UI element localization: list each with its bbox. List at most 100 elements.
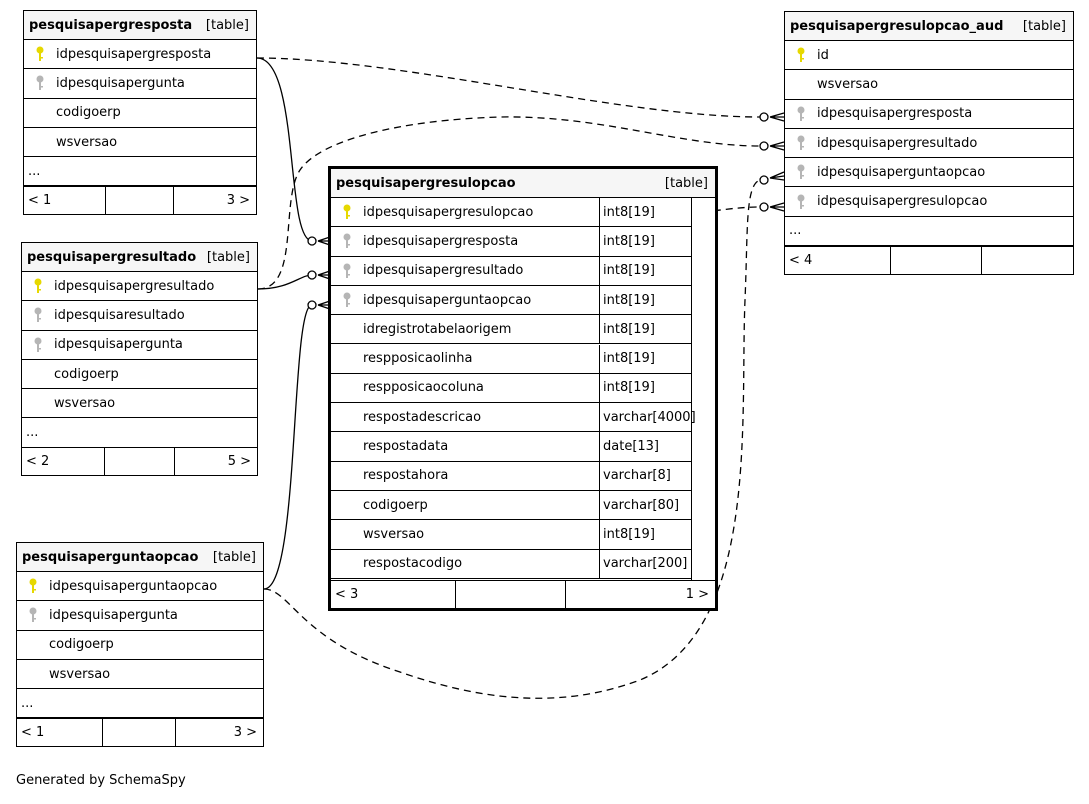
column-row[interactable]: id [785,41,1073,71]
column-name: ... [21,695,34,711]
column-type: varchar[8] [599,461,724,490]
column-name: idpesquisaperguntaopcao [363,292,532,308]
column-row[interactable]: codigoerp [22,360,257,390]
column-name: idpesquisapergresposta [817,106,973,122]
footer-spacer [456,581,566,608]
table-header: pesquisapergresulopcao_aud [table] [785,12,1073,41]
table-name: pesquisapergresulopcao_aud [790,18,1004,34]
column-row[interactable]: wsversao [22,389,257,419]
column-type: date[13] [599,432,724,461]
column-name: wsversao [817,76,879,92]
table-pesquisapergresposta[interactable]: pesquisapergresposta[table] idpesquisaper… [23,10,257,215]
column-row[interactable]: ... [24,157,256,187]
crowfoot-marker [769,202,785,212]
parents-count[interactable]: < 1 [24,187,106,214]
foreign-key-icon [331,233,363,249]
column-row[interactable]: idpesquisapergunta [17,601,263,631]
column-name: idpesquisapergresultado [817,135,978,151]
column-name: codigoerp [54,366,119,382]
children-count[interactable]: 3 > [226,193,250,208]
table-tag: [table] [206,249,250,265]
column-row[interactable]: idpesquisapergunta [22,331,257,360]
column-name: respostadescricao [363,409,482,425]
table-name: pesquisapergresposta [29,17,193,33]
column-name: idpesquisapergresultado [54,278,215,294]
table-header: pesquisapergresposta[table] [24,11,256,40]
column-name: idpesquisapergunta [49,607,178,623]
table-tag: [table] [1022,18,1066,34]
relation-resposta-to-main [256,57,313,242]
column-row[interactable]: ... [17,689,263,719]
children-count[interactable]: 5 > [227,454,251,469]
table-header: pesquisapergresulopcao[table] [331,169,715,198]
column-row[interactable]: codigoerp [17,631,263,660]
column-name: wsversao [54,395,116,411]
column-row[interactable]: wsversao [24,128,256,158]
column-row[interactable]: ... [785,217,1073,247]
zero-marker [759,175,769,185]
column-name: idpesquisaperguntaopcao [49,578,218,594]
table-header: pesquisapergresultado[table] [22,243,257,272]
footer-spacer [106,187,174,214]
column-name: wsversao [56,134,118,150]
column-row[interactable]: wsversao [17,660,263,690]
column-row[interactable]: idpesquisaperguntaopcao [785,158,1073,188]
parents-count[interactable]: < 4 [785,247,891,274]
column-row[interactable]: idpesquisapergunta [24,69,256,99]
relation-resultado-to-aud [257,116,761,290]
column-name: id [817,47,829,63]
primary-key-icon [22,278,54,294]
column-row[interactable]: idpesquisaresultado [22,301,257,331]
column-row[interactable]: wsversao [785,70,1073,100]
column-type: int8[19] [599,373,724,403]
parents-count[interactable]: < 2 [22,448,105,475]
column-row[interactable]: idpesquisapergresulopcao [785,188,1073,217]
column-name: respostacodigo [363,556,463,572]
column-name: codigoerp [363,497,428,513]
column-name: respposicaolinha [363,351,473,367]
children-count[interactable] [982,247,1073,274]
foreign-key-icon [331,292,363,308]
table-pesquisapergresulopcao-aud[interactable]: pesquisapergresulopcao_aud [table] id wsver… [784,11,1074,275]
column-row[interactable]: codigoerp [24,99,256,128]
column-row[interactable]: idpesquisapergresposta [24,40,256,70]
table-pesquisaperguntaopcao[interactable]: pesquisaperguntaopcao[table]idpesquisape… [16,542,264,747]
column-name: idpesquisapergresposta [56,46,212,62]
column-row[interactable]: idpesquisapergresultado [22,272,257,302]
column-name: ... [28,163,41,179]
parents-count[interactable]: < 1 [17,719,103,746]
column-type: int8[19] [599,198,724,227]
table-pesquisapergresulopcao[interactable]: pesquisapergresulopcao[table]idpesquisap… [328,166,718,611]
column-row[interactable]: ... [22,419,257,448]
table-name: pesquisaperguntaopcao [22,549,199,565]
footer-spacer [105,448,175,475]
column-row[interactable]: idpesquisapergresultado [785,129,1073,159]
footer-spacer [891,247,982,274]
column-name: codigoerp [56,105,121,121]
primary-key-icon [785,47,817,63]
children-count[interactable]: 1 > [685,587,709,602]
column-name: ... [26,425,39,441]
relation-resultado-to-main [257,274,313,290]
zero-marker [307,300,317,310]
parents-count[interactable]: < 3 [331,581,456,608]
foreign-key-icon [17,607,49,623]
children-count[interactable]: 3 > [233,725,257,740]
column-row[interactable]: idpesquisapergresposta [785,100,1073,129]
column-name: idpesquisapergresulopcao [817,194,988,210]
table-pesquisapergresultado[interactable]: pesquisapergresultado[table] idpesquisape… [21,242,258,476]
column-row[interactable]: idpesquisaperguntaopcao [17,572,263,602]
